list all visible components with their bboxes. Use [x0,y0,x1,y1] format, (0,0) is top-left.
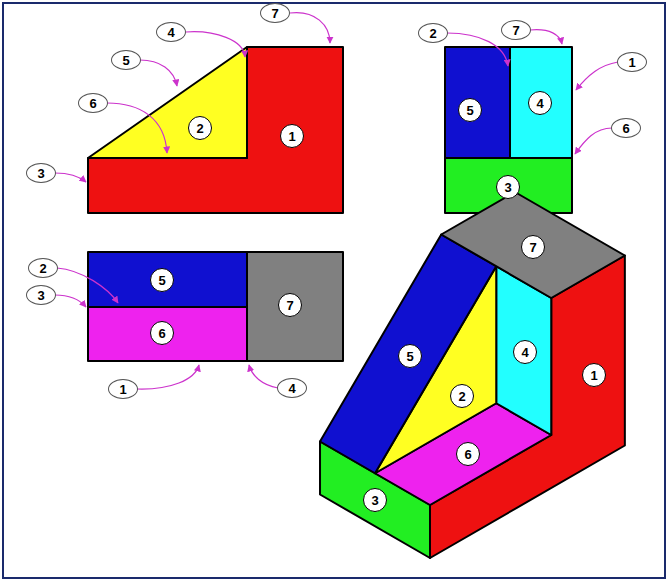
leader-line [107,103,167,153]
face-number: 6 [150,321,174,345]
callout-bubble: 4 [156,22,186,42]
leader-line [57,268,118,303]
callout-number: 1 [590,369,597,382]
callout-number: 5 [466,104,473,117]
face-number: 2 [450,384,474,408]
face-number: 4 [513,340,537,364]
face-number: 7 [278,293,302,317]
face-number: 7 [521,235,545,259]
face-5 [88,252,247,307]
face-number: 1 [280,124,304,148]
leader-line [55,295,86,307]
callout-number: 4 [288,382,295,395]
callout-number: 6 [158,327,165,340]
face-5 [320,235,496,474]
callout-number: 1 [119,383,126,396]
face-number: 3 [363,488,387,512]
face-7 [441,192,625,298]
leader-line [576,62,618,90]
callout-number: 2 [458,390,465,403]
callout-bubble: 7 [501,20,531,40]
callout-bubble: 2 [28,258,58,278]
callout-number: 6 [464,448,471,461]
callout-number: 3 [371,494,378,507]
callout-number: 7 [271,7,278,20]
callout-number: 7 [512,24,519,37]
callout-number: 3 [37,167,44,180]
front-view [88,47,343,213]
callout-bubble: 2 [418,23,448,43]
callout-number: 2 [429,27,436,40]
face-7 [247,252,343,361]
leader-lines [55,13,618,389]
callout-number: 6 [622,122,629,135]
face-number: 3 [496,175,520,199]
leader-line [249,365,278,388]
face-5 [445,47,510,158]
face-number: 5 [150,268,174,292]
side-view [445,47,572,213]
leader-line [290,13,330,43]
callout-number: 1 [628,56,635,69]
face-number: 2 [188,116,212,140]
face-number: 5 [458,98,482,122]
top-view [88,252,343,361]
callout-bubble: 1 [108,379,138,399]
frame [3,3,665,578]
isometric-view [320,192,625,558]
leader-line [575,128,612,154]
face-number: 5 [398,344,422,368]
callout-number: 1 [288,130,295,143]
callout-number: 5 [122,54,129,67]
callout-number: 2 [196,122,203,135]
callout-bubble: 3 [26,163,56,183]
leader-line [55,173,86,182]
callout-number: 4 [167,26,174,39]
callout-number: 4 [536,97,543,110]
callout-bubble: 6 [78,93,108,113]
face-number: 4 [528,91,552,115]
callout-bubble: 6 [611,118,641,138]
face-number: 6 [456,442,480,466]
callout-number: 2 [39,262,46,275]
callout-number: 7 [286,299,293,312]
callout-bubble: 1 [617,52,647,72]
callout-number: 3 [504,181,511,194]
face-number: 1 [582,363,606,387]
callout-bubble: 5 [111,50,141,70]
face-1 [88,47,343,213]
face-6 [88,307,247,361]
face-2 [88,47,247,158]
callout-bubble: 4 [277,378,307,398]
face-4 [510,47,572,158]
callout-number: 5 [158,274,165,287]
leader-line [530,30,562,44]
callout-number: 4 [521,346,528,359]
leader-line [447,33,508,66]
callout-number: 7 [529,241,536,254]
callout-bubble: 7 [260,3,290,23]
leader-line [137,365,199,389]
callout-number: 6 [89,97,96,110]
callout-number: 5 [406,350,413,363]
callout-bubble: 3 [26,285,56,305]
callout-number: 3 [37,289,44,302]
leader-line [140,60,177,86]
leader-line [186,32,245,57]
